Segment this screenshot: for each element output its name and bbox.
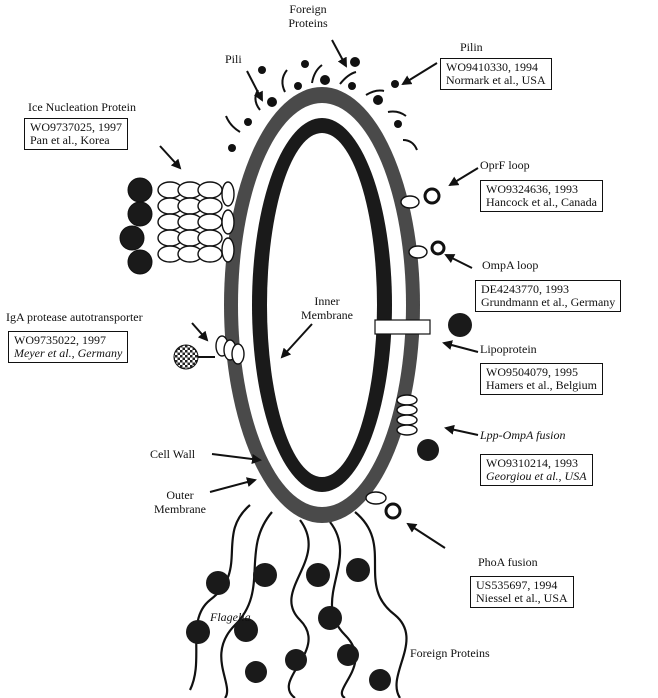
ompa-loop-label: OmpA loop	[482, 258, 538, 272]
lpp-ompa-label: Lpp-OmpA fusion	[480, 428, 565, 442]
ice-ref-line2: Pan et al., Korea	[30, 134, 122, 147]
ice-nucleation-protein-graphic	[120, 178, 234, 274]
lpp-ompa-fusion-graphic	[397, 395, 439, 461]
cell-wall-label: Cell Wall	[150, 447, 195, 461]
foreign-proteins-top-line2: Proteins	[272, 16, 344, 30]
inner-membrane-line2: Membrane	[296, 308, 358, 322]
ompa-ref-box: DE4243770, 1993 Grundmann et al., German…	[475, 280, 621, 312]
phoa-ref-line2: Niessel et al., USA	[476, 592, 568, 605]
foreign-proteins-top-label: Foreign Proteins	[272, 2, 344, 30]
oprf-ref-line2: Hancock et al., Canada	[486, 196, 597, 209]
pilin-label: Pilin	[460, 40, 483, 54]
lipo-ref-box: WO9504079, 1995 Hamers et al., Belgium	[480, 363, 603, 395]
oprf-ref-box: WO9324636, 1993 Hancock et al., Canada	[480, 180, 603, 212]
oprf-loop-graphic	[401, 189, 439, 208]
outer-membrane-line1: Outer	[148, 488, 212, 502]
phoa-fusion-graphic	[366, 492, 400, 518]
lipo-ref-line2: Hamers et al., Belgium	[486, 379, 597, 392]
phoa-fusion-label: PhoA fusion	[478, 555, 538, 569]
pili-label: Pili	[225, 52, 242, 66]
ice-ref-box: WO9737025, 1997 Pan et al., Korea	[24, 118, 128, 150]
inner-membrane-label: Inner Membrane	[296, 294, 358, 322]
inner-membrane-line1: Inner	[296, 294, 358, 308]
oprf-loop-label: OprF loop	[480, 158, 530, 172]
lpp-ref-box: WO9310214, 1993 Georgiou et al., USA	[480, 454, 593, 486]
outer-membrane-label: Outer Membrane	[148, 488, 212, 516]
outer-membrane-line2: Membrane	[148, 502, 212, 516]
pilin-ref-line2: Normark et al., USA	[446, 74, 546, 87]
ompa-ref-line2: Grundmann et al., Germany	[481, 296, 615, 309]
flagella-label: Flagella	[210, 610, 251, 624]
lipoprotein-label: Lipoprotein	[480, 342, 537, 356]
iga-ref-line2: Meyer et al., Germany	[14, 347, 122, 360]
pilin-ref-box: WO9410330, 1994 Normark et al., USA	[440, 58, 552, 90]
phoa-ref-box: US535697, 1994 Niessel et al., USA	[470, 576, 574, 608]
iga-ref-box: WO9735022, 1997 Meyer et al., Germany	[8, 331, 128, 363]
foreign-proteins-bottom-label: Foreign Proteins	[410, 646, 490, 660]
iga-protease-label: IgA protease autotransporter	[6, 310, 143, 324]
ice-nucleation-label: Ice Nucleation Protein	[28, 100, 136, 114]
foreign-proteins-top-line1: Foreign	[272, 2, 344, 16]
lpp-ref-line2: Georgiou et al., USA	[486, 470, 587, 483]
flagella-foreign-protein-balls	[186, 558, 391, 691]
